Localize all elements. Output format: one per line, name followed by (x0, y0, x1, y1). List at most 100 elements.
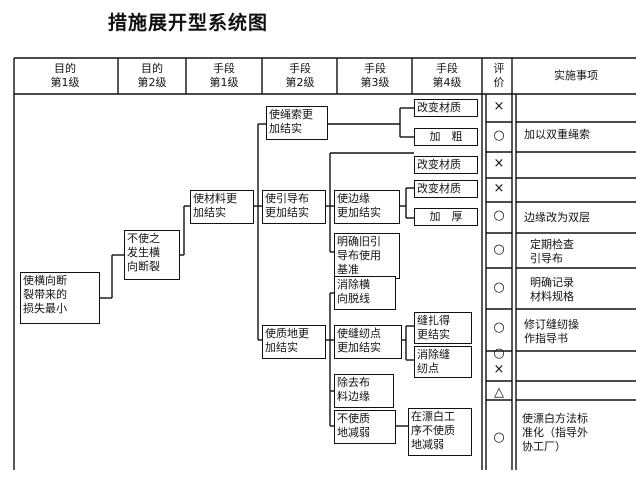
header-purpose-level2-line1: 目的 (141, 62, 163, 75)
action-double-rope: 加以双重绳索 (524, 128, 590, 142)
header-purpose-level2: 目的 第2级 (120, 62, 184, 90)
header-means-level4-line2: 第4级 (432, 76, 462, 89)
action-a5-line2: 作指导书 (524, 332, 568, 345)
node-means3f-line1: 不使质 (337, 412, 370, 425)
node-means2b-line2: 更加结实 (265, 206, 309, 219)
node-means4h-line1: 在漂白工 (411, 410, 455, 423)
action-a5-line1: 修订缝纫操 (524, 318, 579, 331)
node-means3d-line2: 更加结实 (337, 341, 381, 354)
node-purpose-level2-line1: 不使之 (127, 232, 160, 245)
node-means3f-line2: 地减弱 (337, 426, 370, 439)
node-means4-thicken: 加 粗 (414, 128, 478, 146)
header-purpose-level1-line1: 目的 (54, 62, 76, 75)
node-purpose-level2-line3: 向断裂 (127, 260, 160, 273)
node-means4c-line1: 改变材质 (417, 158, 461, 171)
node-means4-stitch-tighter: 缝扎得 更结实 (414, 312, 472, 344)
node-means3a-line2: 更加结实 (337, 206, 381, 219)
action-a4-line2: 材料规格 (530, 290, 574, 303)
node-means2-stronger-texture: 使质地更 加结实 (262, 325, 326, 359)
action-revise-sewing-guide: 修订缝纫操 作指导书 (524, 318, 579, 346)
header-means-level2: 手段 第2级 (265, 62, 335, 90)
node-means4-change-material-3: 改变材质 (414, 180, 478, 198)
node-means3-stronger-edge: 使边缘 更加结实 (334, 190, 400, 224)
action-a6-line2: 准化（指导外 (522, 426, 588, 439)
header-evaluation-line2: 价 (493, 76, 505, 89)
node-means3c-line2: 向脱线 (337, 292, 370, 305)
node-means3-old-guide-criteria: 明确旧引 导布使用 基准 (334, 233, 400, 279)
header-means-level3: 手段 第3级 (340, 62, 410, 90)
action-inspect-guide: 定期检查 引导布 (530, 238, 574, 266)
header-means-level4: 手段 第4级 (414, 62, 480, 90)
header-means-level2-line2: 第2级 (285, 76, 315, 89)
node-means4a-line1: 改变材质 (417, 101, 461, 114)
node-means4g-line1: 消除缝 (417, 348, 450, 361)
node-purpose-level1: 使横向断 裂带来的 损失最小 (20, 272, 100, 324)
node-means3b-line3: 基准 (337, 263, 359, 276)
node-purpose-level1-line3: 损失最小 (23, 302, 67, 315)
eval-mark: × (493, 99, 505, 114)
node-means3-prevent-weakening: 不使质 地减弱 (334, 410, 396, 444)
eval-mark: × (493, 362, 505, 377)
eval-mark: ○ (493, 346, 505, 361)
action-a3-line2: 引导布 (530, 252, 563, 265)
node-means3-stronger-seam: 使缝纫点 更加结实 (334, 325, 402, 359)
header-action-items: 实施事项 (554, 69, 598, 82)
eval-mark: ○ (493, 208, 505, 223)
node-means3b-line2: 导布使用 (337, 249, 381, 262)
header-means-level4-line1: 手段 (436, 62, 458, 75)
action-a4-line1: 明确记录 (530, 276, 574, 289)
action-record-spec: 明确记录 材料规格 (530, 276, 574, 304)
eval-mark: ○ (493, 242, 505, 257)
action-a6-line3: 协工厂） (522, 440, 566, 453)
action-a1-line1: 加以双重绳索 (524, 128, 590, 141)
eval-mark: ○ (493, 430, 505, 445)
eval-mark: ○ (493, 128, 505, 143)
node-means2b-line1: 使引导布 (265, 192, 309, 205)
eval-mark: × (493, 181, 505, 196)
header-evaluation-line1: 评 (493, 62, 505, 75)
node-means1-stronger-material: 使材料更 加结实 (190, 190, 254, 224)
node-means3-remove-edge: 除去布 料边缘 (334, 374, 394, 408)
node-means2c-line2: 加结实 (265, 341, 298, 354)
node-means1-line2: 加结实 (193, 206, 226, 219)
eval-mark: △ (494, 385, 504, 400)
node-means4d-line1: 改变材质 (417, 182, 461, 195)
node-means2a-line1: 使绳索更 (269, 108, 313, 121)
action-a2-line1: 边缘改为双层 (524, 211, 590, 224)
node-purpose-level1-line2: 裂带来的 (23, 288, 67, 301)
header-purpose-level1: 目的 第1级 (30, 62, 100, 90)
header-purpose-level1-line2: 第1级 (50, 76, 80, 89)
header-purpose-level2-line2: 第2级 (137, 76, 167, 89)
node-means2c-line1: 使质地更 (265, 327, 309, 340)
eval-mark: ○ (493, 280, 505, 295)
node-means3e-line2: 料边缘 (337, 390, 370, 403)
node-means4-change-material-2: 改变材质 (414, 156, 478, 174)
node-means4-change-material-1: 改变材质 (414, 99, 478, 117)
node-means3c-line1: 消除横 (337, 278, 370, 291)
node-means3d-line1: 使缝纫点 (337, 327, 381, 340)
node-means3a-line1: 使边缘 (337, 192, 370, 205)
header-means-level3-line2: 第3级 (360, 76, 390, 89)
node-means4f-line2: 更结实 (417, 328, 450, 341)
node-means4e-line1: 加 厚 (429, 210, 463, 223)
action-standardize-bleaching: 使漂白方法标 准化（指导外 协工厂） (522, 412, 588, 454)
diagram-title: 措施展开型系统图 (108, 12, 269, 34)
header-means-level3-line1: 手段 (364, 62, 386, 75)
header-means-level1: 手段 第1级 (190, 62, 258, 90)
eval-mark: ○ (493, 320, 505, 335)
node-means2a-line2: 加结实 (269, 122, 302, 135)
header-means-level1-line1: 手段 (213, 62, 235, 75)
action-double-edge: 边缘改为双层 (524, 211, 590, 225)
action-a6-line1: 使漂白方法标 (522, 412, 588, 425)
node-purpose-level1-line1: 使横向断 (23, 274, 67, 287)
header-means-level1-line2: 第1级 (209, 76, 239, 89)
action-a3-line1: 定期检查 (530, 238, 574, 251)
header-evaluation: 评 价 (488, 62, 510, 90)
node-means2-stronger-rope: 使绳索更 加结实 (266, 106, 328, 140)
node-means4-bleaching-process: 在漂白工 序不使质 地减弱 (408, 408, 472, 456)
node-means4-remove-seam-point: 消除缝 纫点 (414, 346, 472, 378)
header-means-level2-line1: 手段 (289, 62, 311, 75)
node-means4f-line1: 缝扎得 (417, 314, 450, 327)
node-means4-thicken-edge: 加 厚 (414, 208, 478, 226)
